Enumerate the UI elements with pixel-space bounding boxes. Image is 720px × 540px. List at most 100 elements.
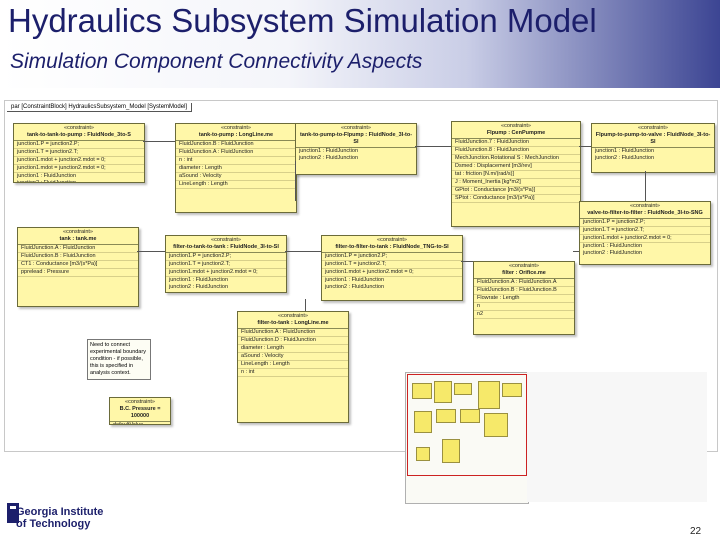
block-header: «constraint»tank-to-tank-to-pump : Fluid…	[14, 124, 144, 141]
page-number: 22	[690, 526, 702, 537]
connector-line	[295, 161, 296, 201]
connector-line	[285, 251, 321, 252]
block-stereotype: «constraint»	[125, 399, 155, 405]
block-header: «constraint»valve-to-filter-to-filter : …	[580, 202, 710, 219]
block-stereotype: «constraint»	[501, 123, 531, 129]
block-property: FluidJunction.B : FluidJunction	[176, 141, 296, 149]
block-header: «constraint»filter-to-tank-to-tank : Flu…	[166, 236, 286, 253]
block-property: junction1.mdot + junction2.mdot = 0;	[322, 269, 462, 277]
connector-line	[415, 146, 451, 147]
block-port: junction1 : FluidJunction	[583, 243, 643, 249]
block-header: «constraint»filter-to-tank : LongLine.me	[238, 312, 348, 329]
block-property: junction1.mdot = junction2.mdot = 0;	[14, 165, 144, 173]
block-header: «constraint»filter-to-filter-to-tank : F…	[322, 236, 462, 253]
block-property: tat : friction [N.m/(rad/s)]	[452, 171, 580, 179]
diagram-note: Need to connect experimental boundary co…	[87, 339, 151, 380]
block-port: junction2 : FluidJunction	[325, 284, 385, 290]
block-stereotype: «constraint»	[377, 237, 407, 243]
block-property: n : int	[176, 157, 296, 165]
block-stereotype: «constraint»	[509, 263, 539, 269]
block-property: diameter : Length	[176, 165, 296, 173]
constraint-block: «constraint»FIpump-to-pump-to-valve : Fl…	[591, 123, 715, 173]
block-port: junction2 : FluidJunction	[299, 155, 359, 161]
block-property: CT1 : Conductance [m3/(s*Pa)]	[18, 261, 138, 269]
title-band	[0, 0, 720, 88]
connector-line	[579, 146, 591, 147]
block-stereotype: «constraint»	[278, 313, 308, 319]
connector-line	[137, 251, 165, 252]
block-name: valve-to-filter-to-filter : FluidNode_3I…	[587, 210, 703, 216]
block-property: junction1.P = junction2.P;	[166, 253, 286, 261]
block-property: SPtot : Conductance [m3/(s*Pa)]	[452, 195, 580, 203]
block-port: junction1 : FluidJunction	[17, 173, 77, 179]
block-property: junction1.T = junction2.T;	[322, 261, 462, 269]
constraint-block: «constraint»filter-to-tank-to-tank : Flu…	[165, 235, 287, 293]
block-name: filter-to-tank-to-tank : FluidNode_3I-to…	[173, 244, 279, 250]
thumbnail-viewport	[407, 374, 527, 476]
block-property: junction1.mdot + junction2.mdot = 0;	[166, 269, 286, 277]
block-port: junction2 : FluidJunction	[17, 180, 77, 183]
block-stereotype: «constraint»	[64, 125, 94, 131]
georgia-tech-logo	[6, 498, 126, 534]
block-name: FIpump-to-pump-to-valve : FluidNode_3I-t…	[595, 132, 711, 145]
block-property: junction1.T = junction2.T;	[166, 261, 286, 269]
block-property: junction1.mdot + junction2.mdot = 0;	[580, 235, 710, 243]
block-name: tank : tank.me	[59, 236, 97, 242]
block-stereotype: «constraint»	[630, 203, 660, 209]
block-property: FluidJunction.A : FluidJunction	[18, 245, 138, 253]
block-name: FIpump : CenPumpme	[486, 130, 546, 136]
block-property: junction1.mdot + junction2.mdot = 0;	[14, 157, 144, 165]
block-property: aSound : Velocity	[238, 353, 348, 361]
block-property: Dsmed : Displacement [m3/rev]	[452, 163, 580, 171]
block-property: pprelead : Pressure	[18, 269, 138, 277]
connector-line	[143, 141, 175, 142]
block-header: «constraint»FIpump-to-pump-to-valve : Fl…	[592, 124, 714, 148]
block-stereotype: «constraint»	[638, 125, 668, 131]
block-port: junction1 : FluidJunction	[169, 277, 229, 283]
block-stereotype: «constraint»	[341, 125, 371, 131]
block-name: filter-to-filter-to-tank : FluidNode_TNG…	[335, 244, 449, 250]
block-property: aSound : Velocity	[176, 173, 296, 181]
connector-line	[305, 299, 306, 311]
block-property: FluidJunction.8 : FluidJunction	[452, 147, 580, 155]
constraint-block: «constraint»tank-to-pump-to-FIpump : Flu…	[295, 123, 417, 175]
block-port: junction2 : FluidJunction	[583, 250, 643, 256]
block-property: GPtot : Conductance [m3/(s*Pa)]	[452, 187, 580, 195]
parametric-diagram: par [ConstraintBlock] HydraulicsSubsyste…	[4, 100, 718, 452]
block-port: junction1 : FluidJunction	[595, 148, 655, 154]
logo-text-line1: Georgia Institute	[16, 506, 104, 518]
block-port: junction1 : FluidJunction	[325, 277, 385, 283]
block-header: «constraint»FIpump : CenPumpme	[452, 122, 580, 139]
diagram-frame-tab: par [ConstraintBlock] HydraulicsSubsyste…	[7, 103, 193, 112]
block-header: «constraint»B.C. Pressure = 100000	[110, 398, 170, 422]
block-name: filter-to-tank : LongLine.me	[257, 320, 329, 326]
logo-mark-icon	[7, 503, 19, 523]
connector-line	[573, 251, 579, 252]
block-port: junction1 : FluidJunction	[299, 148, 359, 154]
block-property: junction1.T = junction2.T;	[580, 227, 710, 235]
block-property: junction1.P = junction2.P;	[580, 219, 710, 227]
block-header: «constraint»tank : tank.me	[18, 228, 138, 245]
connector-line	[645, 171, 646, 201]
block-property: defaultValue	[110, 422, 170, 424]
block-header: «constraint»filter : Orifice.me	[474, 262, 574, 279]
overview-thumbnail	[405, 372, 529, 504]
block-header: «constraint»tank-to-pump : LongLine.me	[176, 124, 296, 141]
block-stereotype: «constraint»	[221, 125, 251, 131]
constraint-block: «constraint»tank-to-tank-to-pump : Fluid…	[13, 123, 145, 183]
block-property: FluidJunction.A : FluidJunction.A	[474, 279, 574, 287]
block-property: FluidJunction.B : FluidJunction.B	[474, 287, 574, 295]
block-property: Flowrate : Length	[474, 295, 574, 303]
block-property: n2	[474, 311, 574, 319]
block-property: FluidJunction.A : FluidJunction	[176, 149, 296, 157]
block-property: junction1.T = junction2.T;	[14, 149, 144, 157]
overview-empty-area	[527, 372, 707, 502]
block-name: filter : Orifice.me	[502, 270, 546, 276]
constraint-block: «constraint»valve-to-filter-to-filter : …	[579, 201, 711, 265]
block-property: diameter : Length	[238, 345, 348, 353]
constraint-block: «constraint»filter-to-tank : LongLine.me…	[237, 311, 349, 423]
